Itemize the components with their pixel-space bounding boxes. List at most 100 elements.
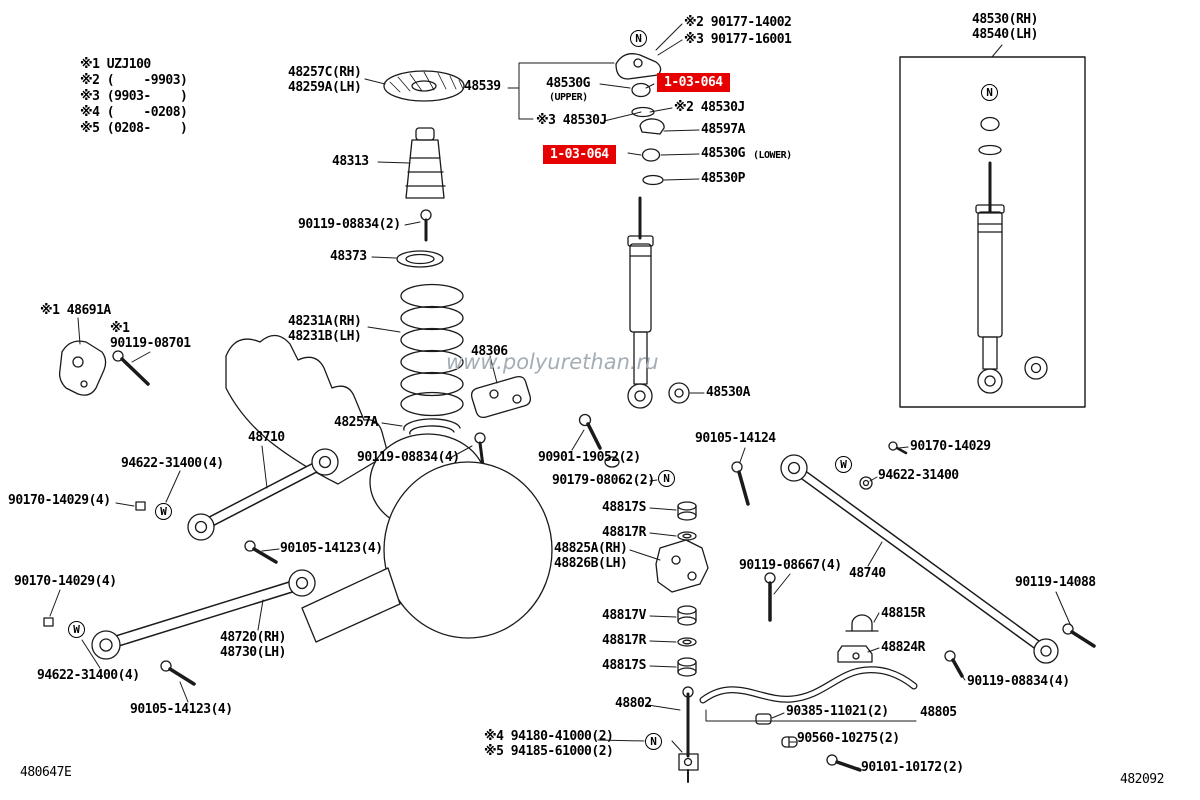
axle-housing-shape	[225, 334, 553, 643]
shock-bracket-shape	[655, 539, 709, 593]
label-48530g-upper: 48530G	[546, 76, 590, 91]
label-48817s-b: 48817S	[602, 658, 646, 673]
label-48825a: 48825A(RH)	[554, 541, 628, 556]
label-94622-a: 94622-31400(4)	[121, 456, 224, 471]
label-48257c: 48257C(RH)	[288, 65, 362, 80]
label-48257a: 48257A	[334, 415, 378, 430]
leader-lines	[49, 23, 1071, 769]
label-48530-rh: 48530(RH)	[972, 12, 1038, 27]
sheet-code-left: 480647E	[20, 765, 72, 780]
watermark-text: www.polyurethan.ru	[446, 350, 659, 374]
label-90901-19052: 90901-19052(2)	[538, 450, 641, 465]
label-48373: 48373	[330, 249, 367, 264]
label-48730: 48730(LH)	[220, 645, 286, 660]
label-90560-10275: 90560-10275(2)	[797, 731, 900, 746]
label-48817r-b: 48817R	[602, 633, 646, 648]
lower-control-arm-shape	[91, 569, 316, 660]
label-48720: 48720(RH)	[220, 630, 286, 645]
label-48530p: 48530P	[701, 171, 745, 186]
label-48231a: 48231A(RH)	[288, 314, 362, 329]
label-90177-14002: ※2 90177-14002	[684, 15, 792, 30]
coil-spring-shape	[400, 283, 464, 417]
label-90385-11021: 90385-11021(2)	[786, 704, 889, 719]
stabilizer-clamp-shape	[851, 614, 873, 632]
highlight-badge-upper[interactable]: 1-03-064	[657, 73, 730, 92]
label-48313: 48313	[332, 154, 369, 169]
upper-seat-shape	[383, 70, 465, 102]
label-90119-08667: 90119-08667(4)	[739, 558, 842, 573]
label-90105-14124: 90105-14124	[695, 431, 776, 446]
label-90119-14088: 90119-14088	[1015, 575, 1096, 590]
label-48597a: 48597A	[701, 122, 745, 137]
label-90119-08834-2: 90119-08834(2)	[298, 217, 401, 232]
label-90170-c: 90170-14029	[910, 439, 991, 454]
label-48231b: 48231B(LH)	[288, 329, 362, 344]
label-94180: ※4 94180-41000(2)	[484, 729, 614, 744]
legend-item-3: ※3 (9903- )	[80, 89, 188, 104]
legend-item-5: ※5 (0208- )	[80, 121, 188, 136]
marker-n-box: N	[981, 84, 998, 101]
plate-shape	[470, 375, 532, 419]
label-48539: 48539	[464, 79, 501, 94]
label-48530j-mark2: ※2 48530J	[674, 100, 745, 115]
label-90101-10172: 90101-10172(2)	[861, 760, 964, 775]
label-90119-08834-4b: 90119-08834(4)	[967, 674, 1070, 689]
washer-shape	[978, 144, 1002, 156]
legend-item-1: ※1 UZJ100	[80, 57, 151, 72]
label-48530a: 48530A	[706, 385, 750, 400]
label-48817r-a: 48817R	[602, 525, 646, 540]
marker-w-arm2: W	[68, 621, 85, 638]
stabilizer-bracket-shape	[837, 645, 873, 663]
label-48740: 48740	[849, 566, 886, 581]
label-94185: ※5 94185-61000(2)	[484, 744, 614, 759]
label-90119-08701: 90119-08701	[110, 336, 191, 351]
label-48805: 48805	[920, 705, 957, 720]
marker-n-top: N	[630, 30, 647, 47]
label-90105-b: 90105-14123(4)	[130, 702, 233, 717]
label-48530g-upper-note: (UPPER)	[549, 92, 588, 103]
stabilizer-link-shape	[678, 686, 699, 783]
legend-item-4: ※4 ( -0208)	[80, 105, 188, 120]
label-48530g-lower-note: (LOWER)	[753, 150, 792, 161]
marker-w-arm1: W	[155, 503, 172, 520]
label-90119-08834-4a: 90119-08834(4)	[357, 450, 460, 465]
bushing-column-shape	[677, 501, 697, 677]
label-48530g-lower: 48530G	[701, 146, 745, 161]
legend-item-2: ※2 ( -9903)	[80, 73, 188, 88]
sheet-code-right: 482092	[1120, 772, 1164, 787]
bump-stop-shape	[415, 127, 435, 141]
label-94622-c: 94622-31400	[878, 468, 959, 483]
label-48691a: ※1 48691A	[40, 303, 111, 318]
label-48540-lh: 48540(LH)	[972, 27, 1038, 42]
shock-body-shape	[977, 211, 1003, 338]
label-48817s-a: 48817S	[602, 500, 646, 515]
label-48826b: 48826B(LH)	[554, 556, 628, 571]
track-bar-shape	[780, 454, 1059, 664]
label-48815r: 48815R	[881, 606, 925, 621]
upper-control-arm-shape	[187, 448, 339, 541]
support-bracket-shape	[615, 53, 662, 80]
label-48824r: 48824R	[881, 640, 925, 655]
label-48802: 48802	[615, 696, 652, 711]
label-90177-16001: ※3 90177-16001	[684, 32, 792, 47]
fasteners-shape	[43, 350, 1096, 772]
shock-cap-shape	[975, 204, 1005, 214]
bushing-shape	[980, 116, 1000, 132]
label-90170-b: 90170-14029(4)	[14, 574, 117, 589]
marker-w-trackbar: W	[835, 456, 852, 473]
label-48306: 48306	[471, 344, 508, 359]
marker-n-bottom: N	[645, 733, 662, 750]
shock-absorber-shape	[627, 196, 654, 409]
label-48710: 48710	[248, 430, 285, 445]
label-90170-a: 90170-14029(4)	[8, 493, 111, 508]
label-48259a: 48259A(LH)	[288, 80, 362, 95]
label-mark1: ※1	[110, 321, 130, 336]
label-90179-08062: 90179-08062(2)	[552, 473, 655, 488]
label-48817v: 48817V	[602, 608, 646, 623]
label-94622-b: 94622-31400(4)	[37, 668, 140, 683]
marker-n-mid: N	[658, 470, 675, 487]
label-90105-a: 90105-14123(4)	[280, 541, 383, 556]
highlight-badge-lower[interactable]: 1-03-064	[543, 145, 616, 164]
